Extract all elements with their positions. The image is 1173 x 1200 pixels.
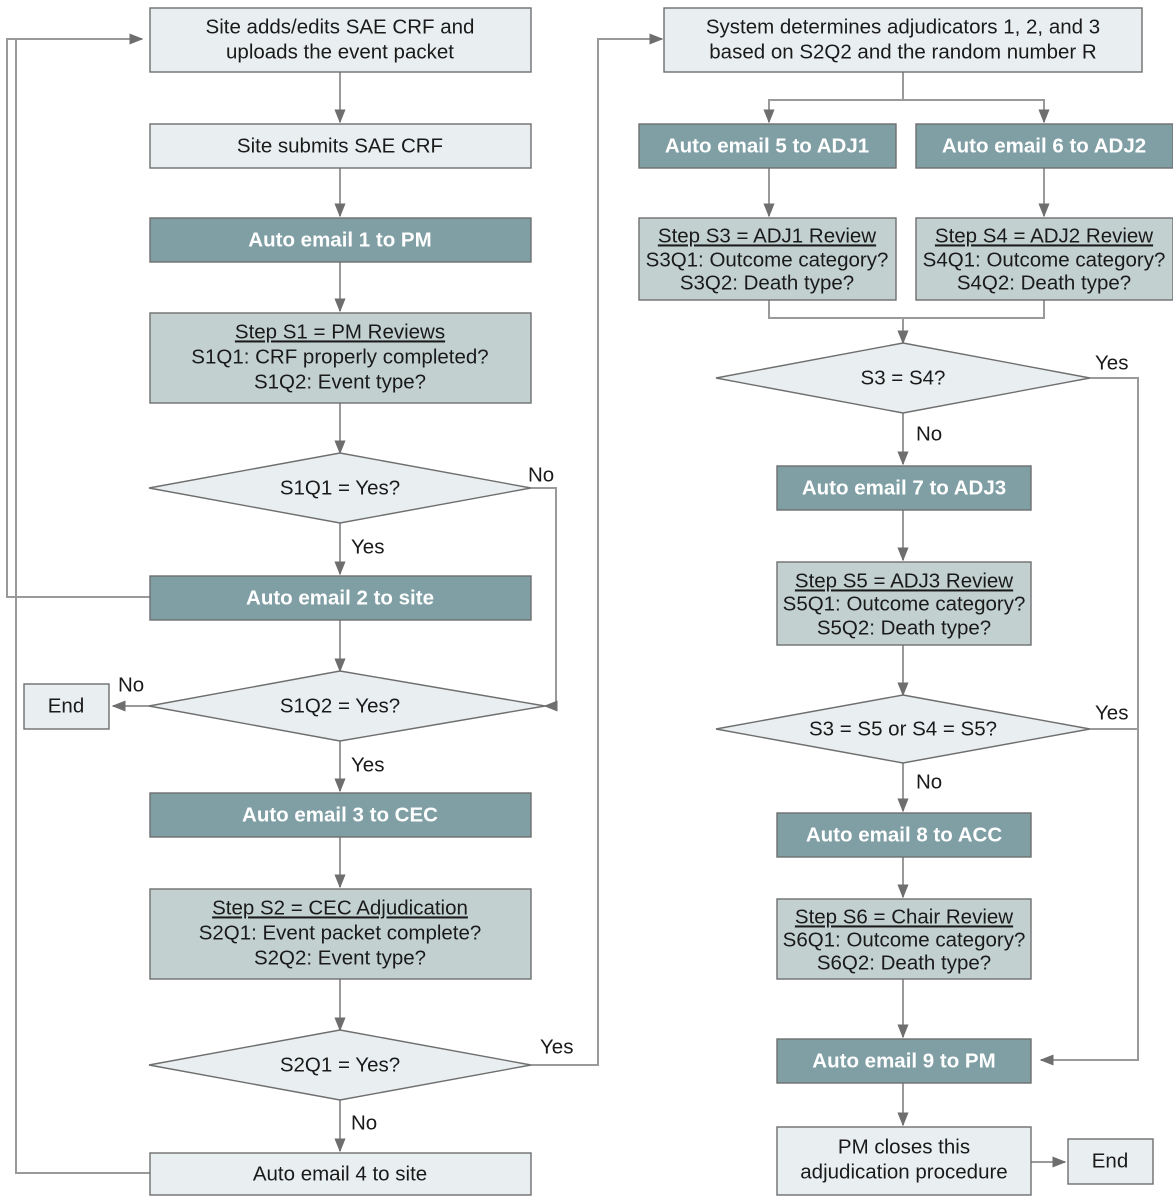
- decision-s1q2-label: S1Q2 = Yes?: [280, 694, 400, 717]
- edge-label-s3s4-no: No: [916, 422, 942, 445]
- node-pm-closes-line2: adjudication procedure: [800, 1160, 1007, 1183]
- node-pm-closes-procedure[interactable]: PM closes this adjudication procedure: [776, 1126, 1032, 1196]
- node-auto-email-9-label: Auto email 9 to PM: [812, 1049, 995, 1072]
- node-end-left[interactable]: End: [23, 683, 110, 730]
- node-auto-email-4-to-site[interactable]: Auto email 4 to site: [149, 1152, 532, 1196]
- node-auto-email-7-label: Auto email 7 to ADJ3: [802, 476, 1006, 499]
- node-step-s4[interactable]: Step S4 = ADJ2 Review S4Q1: Outcome cate…: [915, 217, 1173, 301]
- node-step-s6-heading: Step S6 = Chair Review: [795, 905, 1013, 928]
- edge-label-s1q1-no: No: [528, 463, 554, 486]
- node-auto-email-6-to-adj2[interactable]: Auto email 6 to ADJ2: [915, 123, 1173, 169]
- node-auto-email-1-label: Auto email 1 to PM: [248, 228, 431, 251]
- decision-s3-equals-s4[interactable]: S3 = S4?: [715, 342, 1091, 414]
- decision-s2q1[interactable]: S2Q1 = Yes?: [148, 1029, 532, 1101]
- decision-s2q1-label: S2Q1 = Yes?: [280, 1053, 400, 1076]
- node-end-left-label: End: [48, 694, 84, 717]
- node-step-s5-heading: Step S5 = ADJ3 Review: [795, 569, 1013, 592]
- node-pm-closes-line1: PM closes this: [838, 1135, 970, 1158]
- edge-systemdetermines-split: [763, 72, 904, 124]
- edge-decs1q1-no-to-decs1q2: [531, 487, 558, 712]
- node-auto-email-9-to-pm[interactable]: Auto email 9 to PM: [776, 1038, 1032, 1084]
- node-step-s3-line3: S3Q2: Death type?: [680, 271, 854, 294]
- decision-s1q1-label: S1Q1 = Yes?: [280, 476, 400, 499]
- node-step-s1[interactable]: Step S1 = PM Reviews S1Q1: CRF properly …: [149, 312, 532, 404]
- node-site-submits-label: Site submits SAE CRF: [237, 134, 443, 157]
- node-step-s5[interactable]: Step S5 = ADJ3 Review S5Q1: Outcome cate…: [776, 561, 1032, 646]
- edge-label-s3s5-yes: Yes: [1095, 701, 1128, 724]
- node-auto-email-3-to-cec[interactable]: Auto email 3 to CEC: [149, 792, 532, 838]
- node-step-s3[interactable]: Step S3 = ADJ1 Review S3Q1: Outcome cate…: [638, 217, 897, 301]
- node-site-adds-edits-line1: Site adds/edits SAE CRF and: [206, 15, 475, 38]
- edge-label-s1q2-yes: Yes: [351, 753, 384, 776]
- edge-label-s1q2-no: No: [118, 673, 144, 696]
- edge-systemdetermines-split-right: [903, 99, 1050, 124]
- node-step-s6-line2: S6Q1: Outcome category?: [783, 928, 1026, 951]
- decision-s3-s5-or-s4-s5-label: S3 = S5 or S4 = S5?: [809, 717, 997, 740]
- edge-steps3-merge: [768, 300, 909, 345]
- node-auto-email-8-to-acc[interactable]: Auto email 8 to ACC: [776, 812, 1032, 858]
- node-step-s5-line2: S5Q1: Outcome category?: [783, 592, 1026, 615]
- node-auto-email-4-label: Auto email 4 to site: [253, 1162, 427, 1185]
- node-site-adds-edits-line2: uploads the event packet: [226, 40, 454, 63]
- node-step-s4-line3: S4Q2: Death type?: [957, 271, 1131, 294]
- node-step-s1-line2: S1Q1: CRF properly completed?: [191, 345, 488, 368]
- node-step-s3-heading: Step S3 = ADJ1 Review: [658, 224, 876, 247]
- node-auto-email-5-to-adj1[interactable]: Auto email 5 to ADJ1: [638, 123, 897, 169]
- node-layer: Site adds/edits SAE CRF and uploads the …: [23, 7, 1173, 1196]
- node-step-s4-heading: Step S4 = ADJ2 Review: [935, 224, 1153, 247]
- node-step-s2[interactable]: Step S2 = CEC Adjudication S2Q1: Event p…: [149, 888, 532, 980]
- edge-label-layer: No Yes No Yes Yes No Yes No Yes No: [118, 351, 1128, 1134]
- node-auto-email-2-to-site[interactable]: Auto email 2 to site: [149, 575, 532, 621]
- node-auto-email-2-label: Auto email 2 to site: [246, 586, 434, 609]
- edge-decs2q1-yes-to-systemdetermines: [531, 33, 664, 1066]
- node-site-submits[interactable]: Site submits SAE CRF: [149, 123, 532, 169]
- node-end-right[interactable]: End: [1067, 1138, 1154, 1185]
- node-step-s6-line3: S6Q2: Death type?: [817, 951, 991, 974]
- node-auto-email-3-label: Auto email 3 to CEC: [242, 803, 438, 826]
- decision-s1q1[interactable]: S1Q1 = Yes?: [148, 452, 532, 524]
- node-step-s2-line3: S2Q2: Event type?: [254, 946, 426, 969]
- node-step-s1-heading: Step S1 = PM Reviews: [235, 320, 445, 343]
- node-step-s2-line2: S2Q1: Event packet complete?: [199, 921, 482, 944]
- edge-label-s3s4-yes: Yes: [1095, 351, 1128, 374]
- node-auto-email-8-label: Auto email 8 to ACC: [806, 823, 1002, 846]
- connector-layer: [6, 33, 1139, 1174]
- edge-steps4-merge: [903, 300, 1045, 319]
- node-step-s5-line3: S5Q2: Death type?: [817, 616, 991, 639]
- node-auto-email-1-to-pm[interactable]: Auto email 1 to PM: [149, 217, 532, 263]
- node-auto-email-7-to-adj3[interactable]: Auto email 7 to ADJ3: [776, 465, 1032, 511]
- node-auto-email-5-label: Auto email 5 to ADJ1: [665, 134, 869, 157]
- node-step-s4-line2: S4Q1: Outcome category?: [923, 248, 1166, 271]
- edge-label-s1q1-yes: Yes: [351, 535, 384, 558]
- node-step-s6[interactable]: Step S6 = Chair Review S6Q1: Outcome cat…: [776, 898, 1032, 980]
- node-auto-email-6-label: Auto email 6 to ADJ2: [942, 134, 1146, 157]
- node-end-right-label: End: [1092, 1149, 1128, 1172]
- decision-s1q2[interactable]: S1Q2 = Yes?: [148, 670, 546, 742]
- edge-label-s2q1-no: No: [351, 1111, 377, 1134]
- node-system-determines-line2: based on S2Q2 and the random number R: [709, 40, 1096, 63]
- edge-decs3s4-yes-to-email9: [1039, 377, 1139, 1066]
- decision-s3-s5-or-s4-s5[interactable]: S3 = S5 or S4 = S5?: [715, 694, 1091, 764]
- node-system-determines-line1: System determines adjudicators 1, 2, and…: [706, 15, 1100, 38]
- decision-s3-equals-s4-label: S3 = S4?: [861, 366, 946, 389]
- edge-label-s2q1-yes: Yes: [540, 1035, 573, 1058]
- edge-email4-to-siteadd-loop: [15, 39, 150, 1174]
- node-site-adds-edits[interactable]: Site adds/edits SAE CRF and uploads the …: [149, 7, 532, 73]
- node-system-determines[interactable]: System determines adjudicators 1, 2, and…: [663, 7, 1143, 73]
- edge-email2-to-siteadd-loop: [6, 33, 150, 598]
- node-step-s2-heading: Step S2 = CEC Adjudication: [212, 896, 468, 919]
- node-step-s1-line3: S1Q2: Event type?: [254, 370, 426, 393]
- edge-label-s3s5-no: No: [916, 770, 942, 793]
- node-step-s3-line2: S3Q1: Outcome category?: [646, 248, 889, 271]
